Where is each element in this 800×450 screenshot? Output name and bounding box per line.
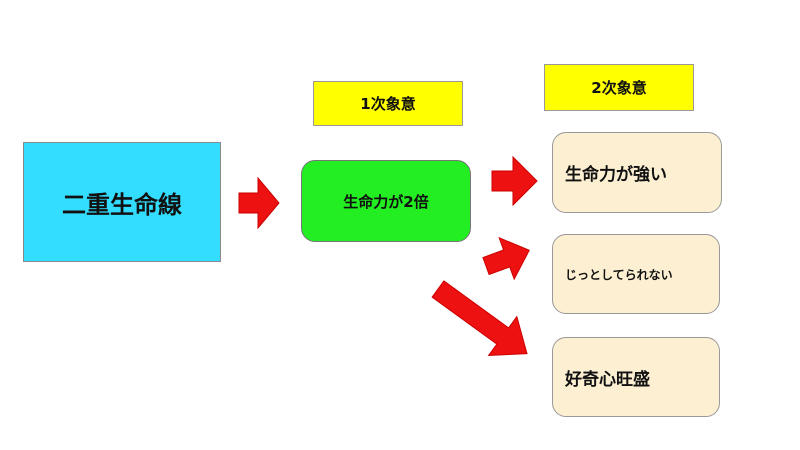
main-term-box: 二重生命線 bbox=[23, 142, 221, 262]
primary-meaning-box: 生命力が2倍 bbox=[301, 160, 471, 242]
arrow-primary-to-secondary-1 bbox=[491, 155, 538, 207]
arrow-primary-to-secondary-3 bbox=[431, 280, 528, 356]
secondary-meaning-box-3: 好奇心旺盛 bbox=[552, 337, 720, 417]
arrow-primary-to-secondary-2 bbox=[482, 236, 530, 281]
header-secondary: 2次象意 bbox=[544, 64, 694, 111]
arrow-main-to-primary bbox=[238, 176, 280, 230]
header-primary: 1次象意 bbox=[313, 81, 463, 126]
secondary-meaning-box-1: 生命力が強い bbox=[552, 132, 722, 213]
secondary-meaning-box-2: じっとしてられない bbox=[552, 234, 720, 314]
